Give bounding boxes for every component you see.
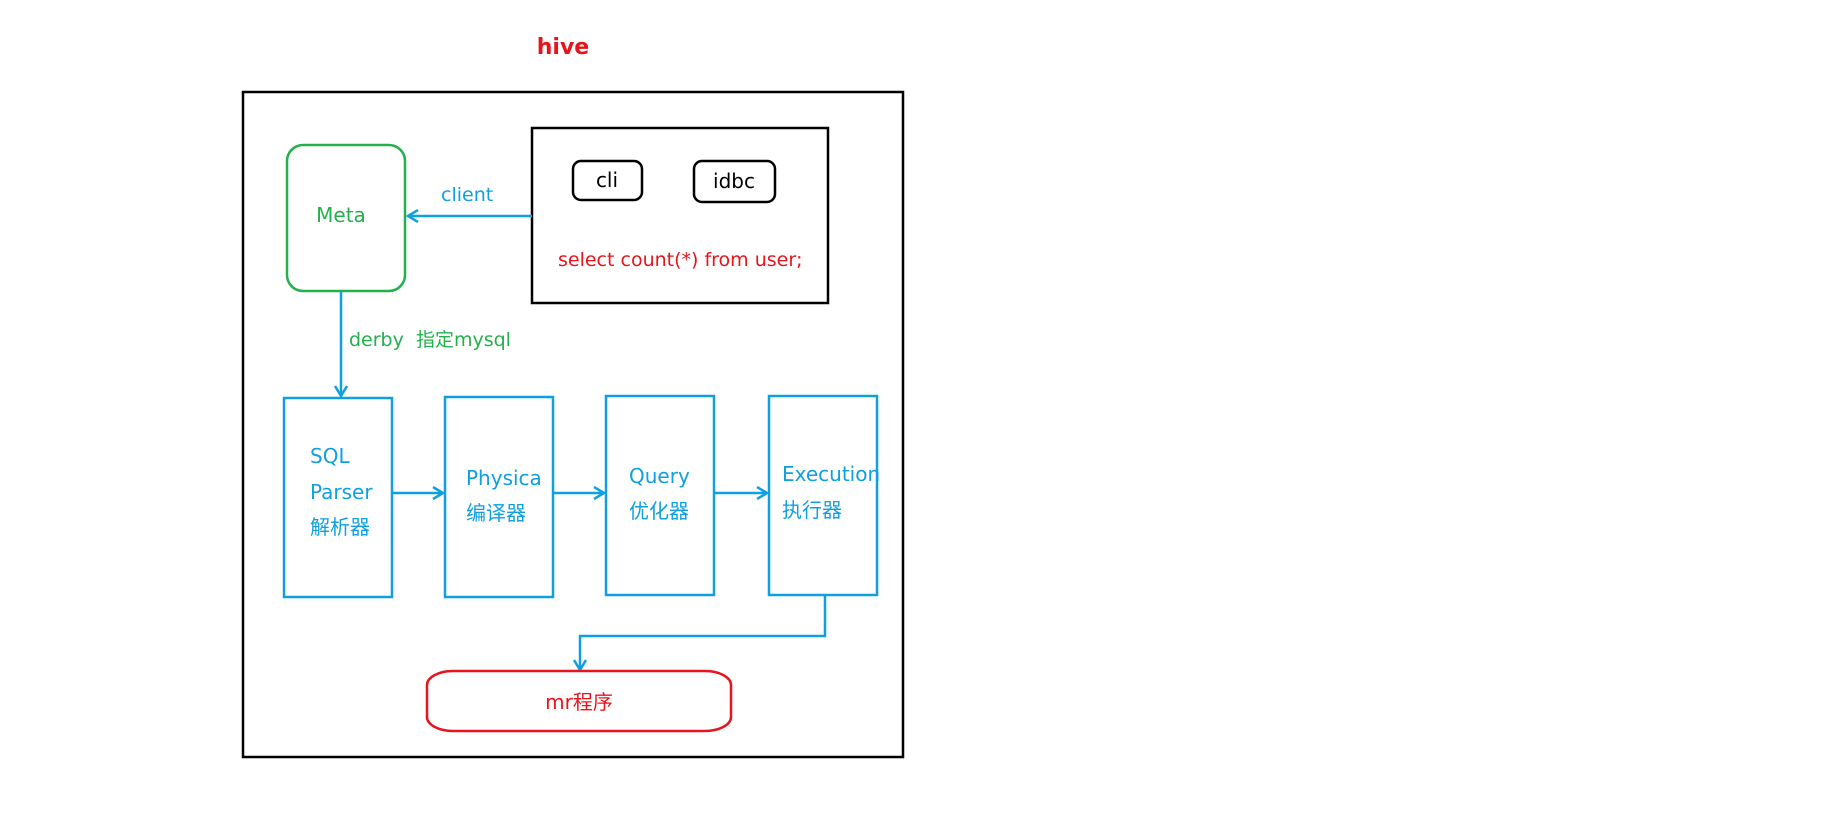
sql-parser-line-1: SQL (310, 444, 350, 468)
physica-box (443, 395, 555, 599)
client-box (530, 126, 830, 305)
query-line-1: Query (629, 464, 690, 488)
idbc-button[interactable] (692, 159, 777, 204)
physica-line-1: Physica (466, 466, 542, 490)
physica-line-2: 编译器 (466, 501, 526, 525)
sql-parser-line-3: 解析器 (310, 515, 370, 539)
meta-box (285, 143, 407, 293)
query-line-2: 优化器 (629, 499, 689, 523)
sql-parser-box (282, 396, 394, 599)
cli-button[interactable] (571, 159, 644, 202)
query-text: select count(*) from user; (558, 249, 803, 271)
mr-program-box (425, 669, 733, 733)
execution-line-2: 执行器 (782, 498, 842, 522)
cli-button-label: cli (596, 168, 618, 192)
execution-box (767, 394, 879, 597)
hive-frame (241, 90, 905, 759)
sql-parser-line-2: Parser (310, 480, 373, 504)
execution-to-mr-arrow (580, 595, 827, 670)
idbc-button-label: idbc (713, 169, 755, 193)
meta-db-label: derby 指定mysql (349, 329, 511, 351)
query-optimizer-box (604, 394, 716, 597)
execution-line-1: Execution (782, 462, 880, 486)
client-arrow-label: client (441, 184, 493, 206)
meta-label: Meta (316, 203, 366, 227)
diagram-title: hive (537, 35, 589, 60)
mr-program-label: mr程序 (545, 690, 613, 714)
